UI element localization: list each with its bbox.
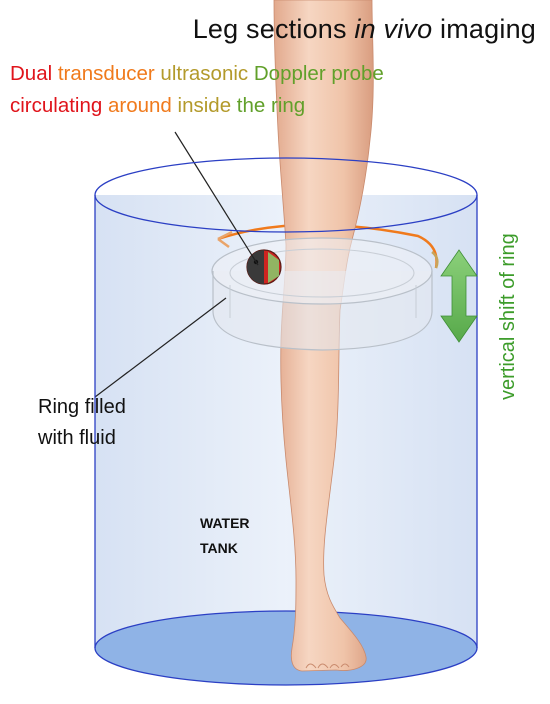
water-tank-label: WATER TANK [200, 511, 250, 561]
caption-word: around [108, 94, 178, 117]
probe-icon [246, 249, 282, 285]
caption-word: the ring [236, 94, 306, 117]
ring-label-line-1: Ring filled [38, 396, 126, 418]
ring-label: Ring filled with fluid [38, 392, 126, 454]
caption-word: transducer [57, 62, 161, 85]
caption-word: ultrasonic [160, 62, 254, 85]
ring-label-line-2: with fluid [38, 427, 116, 449]
probe-pointer-line [174, 131, 259, 266]
vertical-shift-label: vertical shift of ring [497, 233, 519, 400]
tank-label-line-1: WATER [200, 515, 250, 531]
tank-label-line-2: TANK [200, 540, 238, 556]
ring-pointer-line [94, 297, 227, 398]
page-title: Leg sections in vivo imaging [192, 14, 536, 44]
fluid-ring [211, 237, 433, 351]
probe-caption-line-2: circulating around inside the ring [10, 94, 305, 118]
probe-caption-line-1: Dual transducer ultrasonic Doppler probe [10, 62, 384, 86]
caption-word: inside [177, 94, 237, 117]
water-tank-bottom [94, 610, 478, 686]
double-arrow-icon [440, 249, 478, 343]
caption-word: Doppler probe [253, 62, 384, 85]
rotation-arrow-icon [217, 223, 438, 269]
caption-word: circulating [10, 94, 108, 117]
caption-word: Dual [10, 62, 58, 85]
